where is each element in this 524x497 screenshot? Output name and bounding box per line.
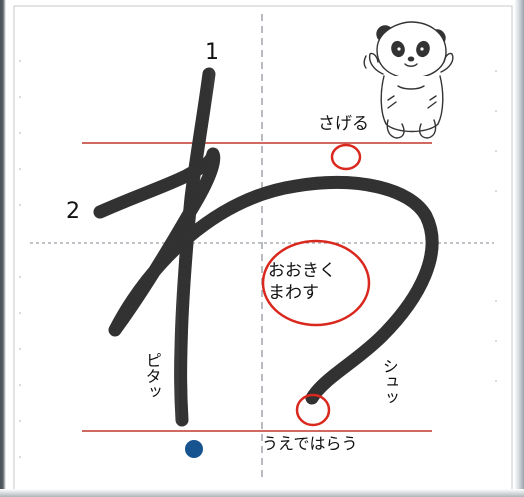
character-wa-strokes (93, 67, 439, 427)
harau-highlight-circle (295, 393, 331, 427)
ookiku-highlight-circle (261, 239, 371, 327)
sageru-label: さげる (318, 114, 369, 134)
ookiku-mawasu-label: おおきく まわす (268, 261, 336, 303)
ue-de-harau-label: うえではらう (262, 434, 358, 453)
right-window-edge (514, 0, 524, 497)
shutt-label: シュッ (379, 358, 399, 406)
start-dot (185, 440, 203, 458)
sageru-highlight-circle (330, 143, 362, 171)
stroke-number-1: 1 (205, 40, 219, 65)
left-window-edge (0, 0, 6, 497)
bottom-window-edge (0, 489, 524, 497)
pitatt-label: ピタッ (142, 352, 162, 400)
margin-ticks (19, 60, 497, 458)
stroke-number-2: 2 (66, 199, 80, 224)
panda-icon (363, 21, 454, 139)
